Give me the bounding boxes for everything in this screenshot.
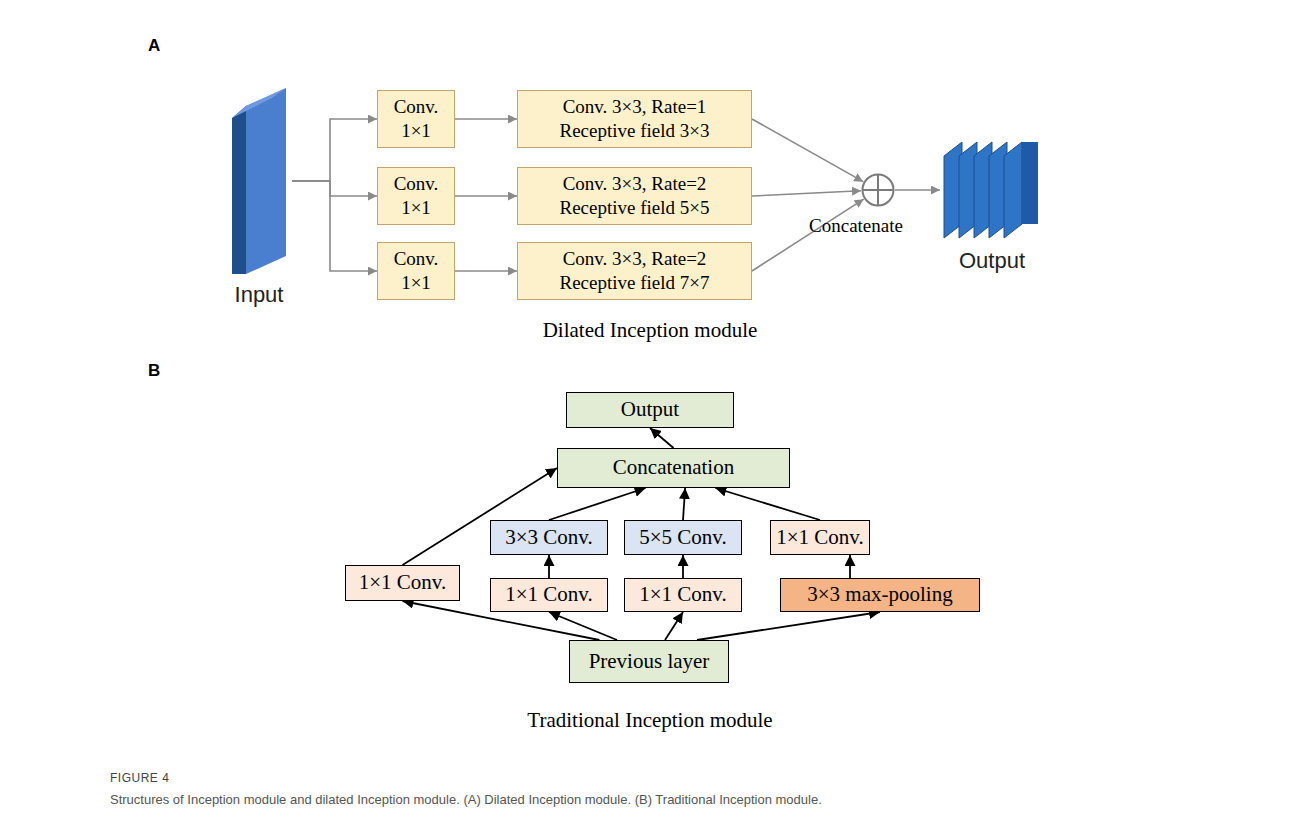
box-label: Conv. 3×3, Rate=2 Receptive field 7×7 <box>526 247 743 295</box>
figure-number: FIGURE 4 <box>110 771 169 785</box>
connector-arrow <box>752 191 861 196</box>
box-label: 1×1 Conv. <box>359 570 447 595</box>
box-label: Conv. 1×1 <box>386 247 446 295</box>
connector-arrow <box>549 488 646 520</box>
connector-arrow <box>292 181 377 271</box>
box-label: 3×3 Conv. <box>505 525 593 550</box>
connector-arrow <box>650 428 674 448</box>
conv-box: Conv. 3×3, Rate=1 Receptive field 3×3 <box>517 90 752 148</box>
conv-box: Conv. 3×3, Rate=2 Receptive field 5×5 <box>517 167 752 225</box>
input-tensor: Input <box>226 88 292 274</box>
concat-circle <box>861 173 895 207</box>
box-label: 1×1 Conv. <box>505 582 593 607</box>
subfigure-title: Traditional Inception module <box>527 708 772 733</box>
layer-box: Previous layer <box>569 640 729 683</box>
layer-box: 3×3 Conv. <box>490 520 608 555</box>
output-stack <box>940 140 1044 240</box>
connector-arrow <box>752 199 864 271</box>
subfigure-title: Dilated Inception module <box>543 318 758 343</box>
output-tensor: Output <box>940 140 1044 240</box>
box-label: Conv. 1×1 <box>386 172 446 220</box>
box-label: Conv. 1×1 <box>386 95 446 143</box>
connector-arrow <box>548 555 550 578</box>
box-label: 1×1 Conv. <box>776 525 864 550</box>
connector-arrow <box>849 555 851 578</box>
panel-letter: B <box>148 361 160 381</box>
layer-box: 1×1 Conv. <box>624 578 742 612</box>
layer-box: 1×1 Conv. <box>770 520 870 555</box>
connector-arrow <box>752 119 863 182</box>
connector-arrow <box>292 119 377 181</box>
connector-arrow <box>455 195 517 197</box>
box-label: 1×1 Conv. <box>639 582 727 607</box>
box-label: Conv. 3×3, Rate=2 Receptive field 5×5 <box>526 172 743 220</box>
figure-label: Input <box>235 282 284 308</box>
conv-box: Conv. 3×3, Rate=2 Receptive field 7×7 <box>517 242 752 300</box>
connector-arrow <box>455 118 517 120</box>
connector-arrow <box>895 189 940 191</box>
conv-box: Conv. 1×1 <box>377 167 455 225</box>
layer-box: 1×1 Conv. <box>345 565 460 601</box>
layer-box: 3×3 max-pooling <box>780 578 980 612</box>
layer-box: 1×1 Conv. <box>490 578 608 612</box>
conv-box: Conv. 1×1 <box>377 242 455 300</box>
input-slab <box>226 88 292 274</box>
connector-arrow <box>682 555 684 578</box>
box-label: 3×3 max-pooling <box>807 582 952 607</box>
box-label: Concatenation <box>613 455 734 480</box>
layer-box: 5×5 Conv. <box>624 520 742 555</box>
box-label: Conv. 3×3, Rate=1 Receptive field 3×3 <box>526 95 743 143</box>
connector-arrow <box>292 181 377 196</box>
box-label: 5×5 Conv. <box>639 525 727 550</box>
box-label: Output <box>621 397 679 422</box>
connector-arrow <box>683 488 685 520</box>
box-label: Previous layer <box>589 649 710 674</box>
connector-arrow <box>697 612 880 640</box>
conv-box: Conv. 1×1 <box>377 90 455 148</box>
connector-arrow <box>455 270 517 272</box>
figure-label: Output <box>959 248 1025 274</box>
layer-box: Concatenation <box>557 448 790 488</box>
concat-symbol: Concatenate <box>861 173 895 207</box>
connector-arrow <box>715 488 820 520</box>
panel-letter: A <box>148 36 160 56</box>
layer-box: Output <box>566 392 734 428</box>
figure-caption: Structures of Inception module and dilat… <box>110 792 822 807</box>
connector-arrow <box>549 612 617 640</box>
connector-arrow <box>665 612 683 640</box>
